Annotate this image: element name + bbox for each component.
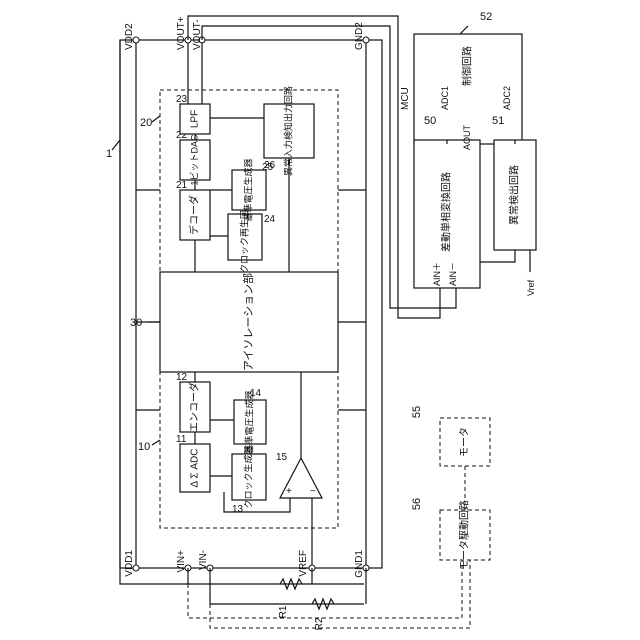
leader-10 [152,440,160,445]
ref-52: 52 [480,11,492,23]
clock-gen-label: クロック生成器 [242,445,253,508]
ref-10: 10 [138,441,150,453]
gnd1-label: GND1 [354,550,365,578]
ref-24: 24 [264,214,276,225]
ref-12: 12 [176,372,188,383]
lpf-label: LPF [190,110,201,128]
encoder-label: エンコーダ [188,382,201,432]
isolation-label: アイソレーション部 [241,273,255,371]
leader-20 [152,116,160,122]
decoder-label: デコーダ [188,195,201,235]
adc2-label: ADC2 [502,86,512,110]
adc-label: Δ Σ ADC [190,449,201,488]
motor-label: モータ [459,427,471,457]
diff-conv-label: 差動単相変換回路 [440,172,453,252]
mcu-label: MCU [400,87,411,110]
leader-52 [460,26,468,34]
ref-15: 15 [276,452,288,463]
ain-p-label: AIN＋ [432,262,442,286]
ref-gen-tx-label: 基準電圧生成器 [243,390,254,453]
vref-label: VREF [298,550,309,577]
ref-11: 11 [176,434,187,445]
vinm-down [210,568,364,604]
ref-50: 50 [424,115,436,127]
voutp-label: VOUT+ [176,16,187,50]
vref-ext-label: Vref [526,279,536,296]
comparator-plus: + [286,486,292,497]
wire-ain-det [480,250,515,262]
ain-m-label: AIN－ [448,262,458,286]
abnormal-output-label: 異常入力検知出力回路 [282,86,293,176]
abnormal-detect-label: 異常検出回路 [508,165,521,225]
ref-14: 14 [250,388,262,399]
ref-55: 55 [411,406,423,418]
adc1-label: ADC1 [440,86,450,110]
ref-26: 26 [264,160,276,171]
ref-20: 20 [140,117,152,129]
r1-label: R1 [278,605,289,618]
vdd2-label: VDD2 [124,23,135,50]
vinp-label: VIN+ [176,550,187,573]
ref-13: 13 [232,504,244,515]
vinm-label: VIN- [198,550,209,570]
ref-23: 23 [176,94,188,105]
vdd1-bottom-wire [120,568,364,584]
motor-path-a [188,560,462,618]
vdd1-label: VDD1 [124,550,135,577]
ref-51: 51 [492,115,504,127]
ref-1: 1 [106,148,112,160]
ref-56: 56 [411,498,423,510]
aout-label: AOUT [462,124,472,150]
comparator-minus: − [310,486,316,497]
chip-leader [112,140,120,150]
ref-gen-rx-label: 基準電圧生成器 [242,158,253,221]
control-label: 制御回路 [461,46,474,86]
motor-drive-label: モータ駆動回路 [458,500,471,570]
voutm-label: VOUT- [192,19,203,50]
ref-21: 21 [176,180,188,191]
dac-label: 1ビットDAC [189,134,199,186]
